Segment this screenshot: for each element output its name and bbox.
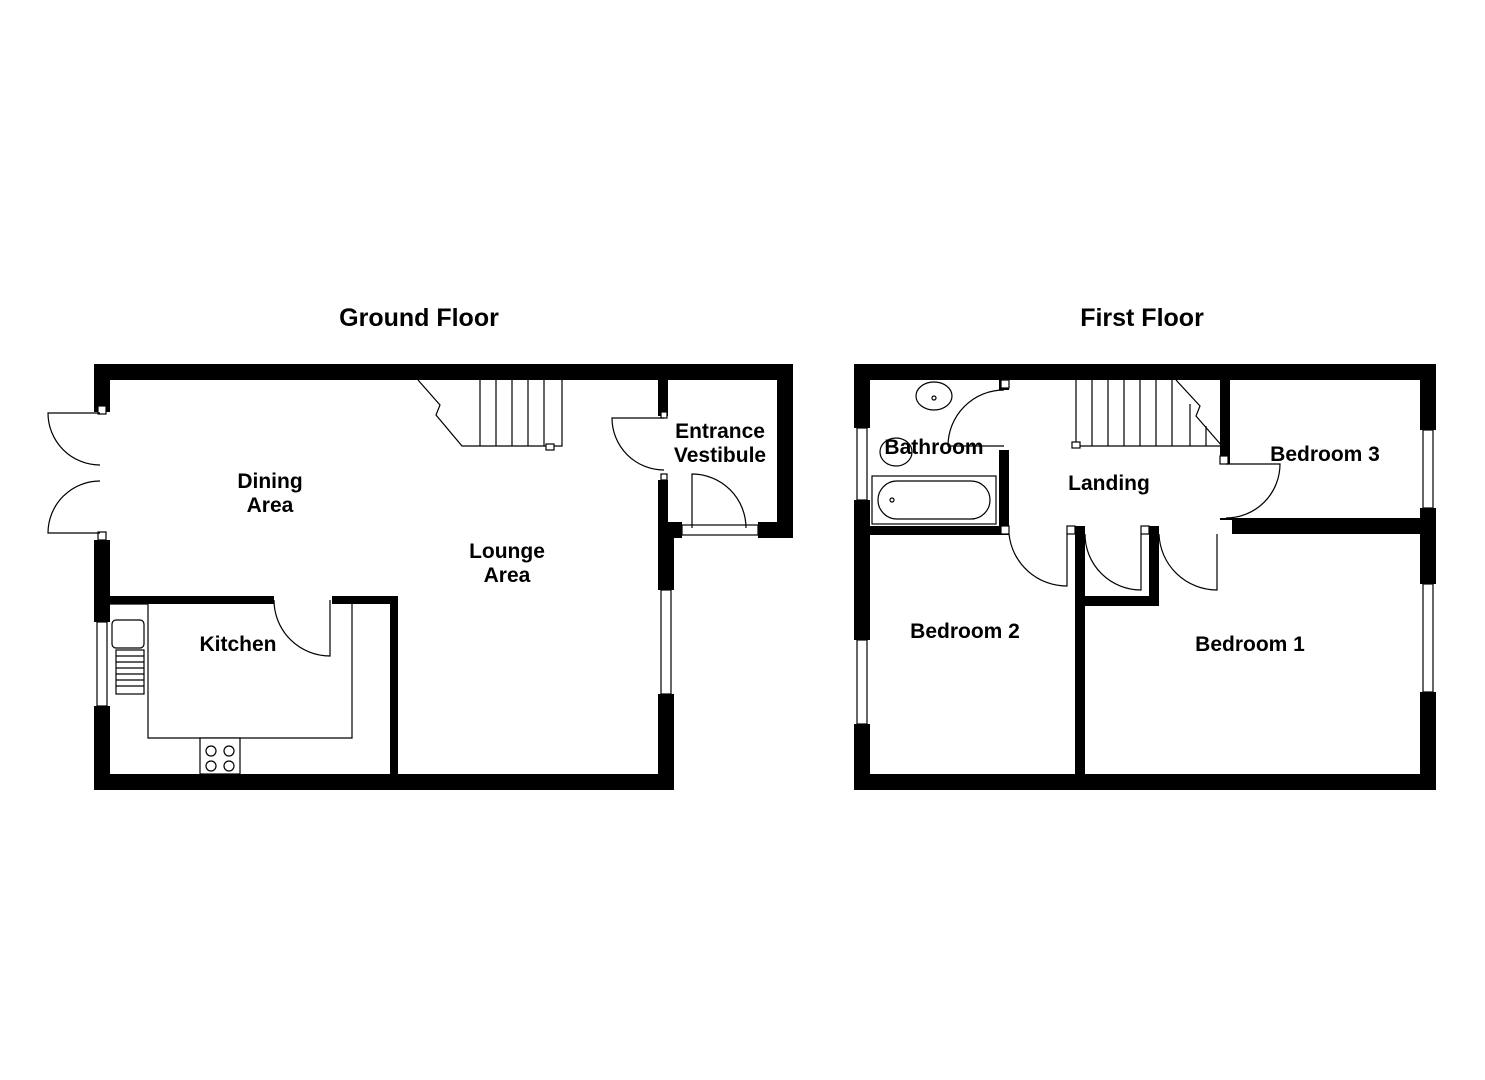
first-floor-staircase: [1071, 379, 1224, 449]
drainer-icon: [115, 649, 145, 695]
sink-icon: [111, 619, 145, 649]
room-label-lounge-area-line2: Area: [484, 564, 531, 587]
bedroom2-door: [1008, 533, 1068, 587]
bathroom-door: [947, 389, 1005, 447]
toilet-icon: [879, 437, 913, 467]
cupboard-door: [1084, 533, 1142, 591]
first-floor-walls: [854, 364, 1436, 790]
front-door: [691, 473, 747, 529]
bathroom-window: [856, 427, 868, 501]
room-label-kitchen: Kitchen: [199, 633, 276, 656]
room-label-dining-area-line2: Area: [247, 494, 294, 517]
ground-floor-openings: [93, 405, 759, 707]
lounge-window: [660, 589, 672, 695]
bedroom3-window: [1422, 429, 1434, 509]
kitchen-door: [273, 599, 331, 657]
bathroom-fittings: [871, 381, 997, 525]
bedroom1-window: [1422, 583, 1434, 693]
ground-floor-title: Ground Floor: [339, 304, 499, 332]
bedroom3-door: [1225, 463, 1281, 519]
room-label-bedroom-2: Bedroom 2: [910, 620, 1020, 643]
vestibule-inner-door: [611, 417, 665, 471]
kitchen-fittings: [110, 603, 353, 775]
room-label-bathroom: Bathroom: [884, 436, 983, 459]
ground-floor-staircase: [417, 379, 563, 451]
front-door-threshold: [681, 524, 759, 536]
bedroom2-window: [856, 639, 868, 725]
room-label-bedroom-1: Bedroom 1: [1195, 633, 1305, 656]
room-label-landing: Landing: [1068, 472, 1150, 495]
bath-icon: [871, 475, 997, 525]
kitchen-window: [96, 621, 108, 707]
french-doors: [47, 412, 101, 534]
first-floor-title: First Floor: [1080, 304, 1204, 332]
room-label-dining-area-line1: Dining: [237, 470, 302, 493]
room-label-entrance-vestibule-line1: Entrance: [675, 420, 765, 443]
room-label-lounge-area-line1: Lounge: [469, 540, 545, 563]
hob-icon: [199, 737, 241, 775]
room-label-entrance-vestibule-line2: Vestibule: [674, 444, 766, 467]
first-floor-openings: [853, 379, 1437, 725]
room-label-bedroom-3: Bedroom 3: [1270, 443, 1380, 466]
first-floor-plan: First Floor Bathroom Landing Bedroom 3 B…: [853, 304, 1437, 790]
ground-floor-plan: Ground Floor Dining Area Lounge Area Ent…: [47, 304, 793, 790]
bedroom1-door: [1158, 533, 1218, 591]
